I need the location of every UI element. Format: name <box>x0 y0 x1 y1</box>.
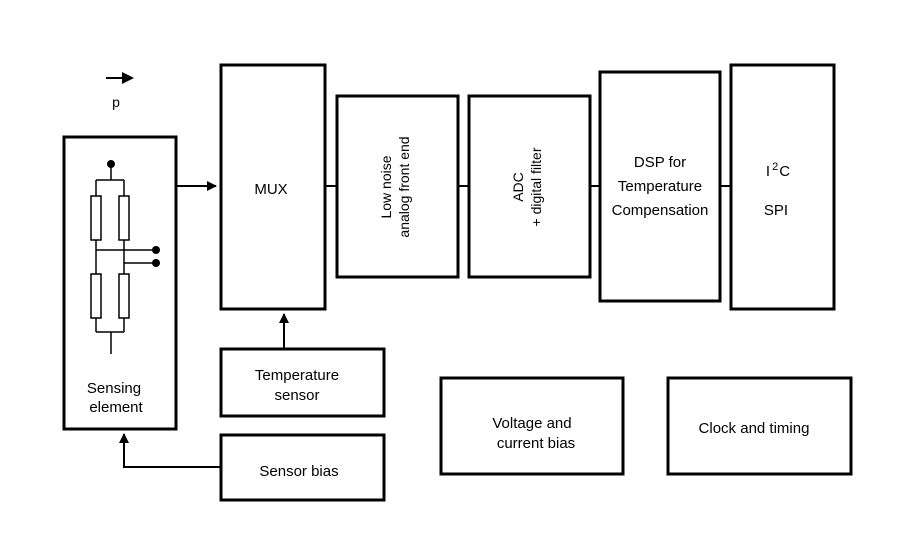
temperature-sensor-label-1: Temperature <box>255 367 339 384</box>
sensor-bias-block: Sensor bias <box>219 433 386 502</box>
spi-label: SPI <box>764 202 788 219</box>
dsp-label-2: Temperature <box>618 178 702 195</box>
voltage-bias-label-2: current bias <box>497 435 575 452</box>
adc-block: ADC + digital filter <box>467 94 592 279</box>
temperature-sensor-label-2: sensor <box>274 387 319 404</box>
dsp-block: DSP for Temperature Compensation <box>598 70 722 303</box>
bias-to-sensing-arrow <box>119 433 221 468</box>
temperature-sensor-block: Temperature sensor <box>219 347 386 418</box>
pressure-arrow <box>106 72 134 84</box>
dsp-label-3: Compensation <box>612 202 709 219</box>
mux-block: MUX <box>219 63 327 311</box>
sensing-element-label-2: element <box>89 399 143 416</box>
clock-timing-block: Clock and timing <box>666 376 853 476</box>
sensing-element-label-1: Sensing <box>87 380 141 397</box>
voltage-bias-block: Voltage and current bias <box>439 376 625 476</box>
wheatstone-bridge-icon <box>90 160 160 354</box>
afe-block: Low noise analog front end <box>335 94 460 279</box>
mux-label: MUX <box>254 181 287 198</box>
connections <box>119 181 731 468</box>
sensing-element-block: Sensing element <box>62 135 178 431</box>
dsp-label-1: DSP for <box>634 154 686 171</box>
sensor-bias-label: Sensor bias <box>259 463 338 480</box>
adc-label-2: + digital filter <box>528 147 544 226</box>
pressure-label: p <box>112 94 120 110</box>
afe-label-2: analog front end <box>396 136 412 237</box>
adc-label-1: ADC <box>510 172 526 202</box>
clock-timing-label: Clock and timing <box>699 420 810 437</box>
voltage-bias-label-1: Voltage and <box>492 415 571 432</box>
afe-label-1: Low noise <box>378 155 394 218</box>
